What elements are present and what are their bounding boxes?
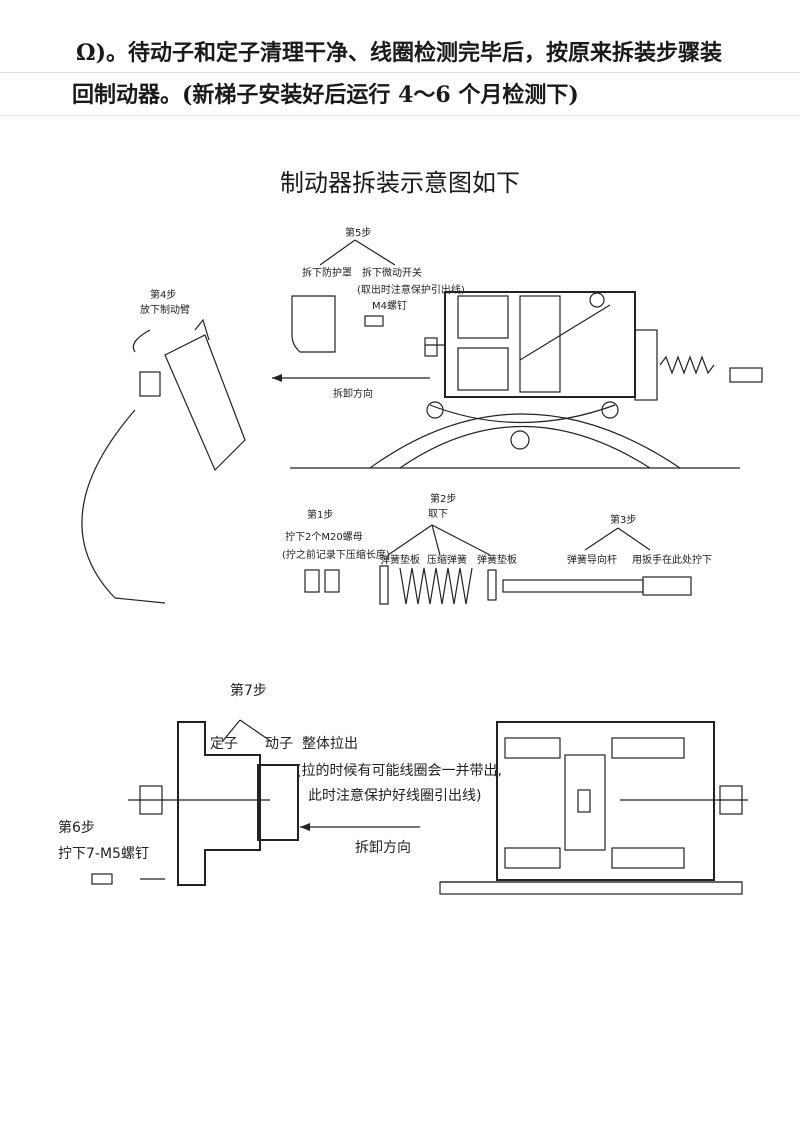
label-wrench-note: 用扳手在此处拧下: [632, 553, 712, 566]
coil-lower: [457, 347, 509, 391]
label-washer-right: 弹簧垫板: [477, 553, 517, 566]
pivot-left: [426, 401, 444, 419]
label-compression-spring: 压缩弹簧: [427, 553, 467, 566]
m5-screw: [91, 873, 113, 885]
spring-housing: [634, 329, 658, 401]
ruled-line: [0, 72, 800, 73]
label-step6: 第6步: [58, 819, 95, 836]
coil-top-right: [611, 737, 685, 759]
drum-arc: [369, 413, 681, 469]
armature-section: [564, 754, 606, 851]
washer-left: [379, 565, 389, 605]
shaft-nut: [424, 337, 438, 357]
brake-assembly-drawing: [81, 239, 763, 604]
coil-top-left: [504, 737, 561, 759]
linkage-arm: [429, 404, 616, 424]
protective-cover: [291, 295, 336, 353]
stator-section: [177, 721, 261, 886]
label-pull-note1: (拉的时候有可能线圈会一并带出,: [296, 763, 502, 779]
step7-bracket: [221, 719, 273, 743]
label-nut-note: (拧之前记录下压缩长度): [282, 548, 390, 561]
armature: [519, 295, 561, 393]
label-step7: 第7步: [230, 682, 267, 699]
compression-spring-part: [399, 567, 473, 605]
rotate-arrow: [132, 329, 151, 353]
label-direction-bottom: 拆卸方向: [355, 840, 411, 856]
lever-knob: [589, 292, 605, 308]
brake-spring: [659, 355, 715, 375]
label-remove-switch: 拆下微动开关: [362, 266, 422, 279]
arm-nut: [139, 371, 161, 397]
ruled-line: [0, 115, 800, 116]
section-drawing: [91, 719, 748, 895]
release-lever: [519, 304, 611, 361]
coil-bottom-left: [504, 847, 561, 869]
parts-row: [304, 524, 692, 605]
label-step2-sub: 取下: [428, 508, 448, 520]
nut-1: [304, 569, 320, 593]
base-plate: [439, 881, 743, 895]
arm-hook: [194, 318, 210, 341]
paragraph-line-2: 回制动器。(新梯子安装好后运行 4～6 个月检测下): [72, 82, 579, 108]
drum-arc-inner: [399, 426, 651, 469]
label-step1: 第1步: [307, 508, 333, 521]
shaft-nut-right: [719, 785, 743, 815]
arrow-head: [300, 823, 310, 831]
center-key: [577, 789, 591, 813]
brake-section: [496, 721, 715, 881]
rod-end: [642, 576, 692, 596]
label-stator: 定子: [210, 736, 238, 752]
brake-arm: [164, 334, 246, 472]
coil-bottom-right: [611, 847, 685, 869]
label-step5: 第5步: [345, 226, 371, 239]
washer-right: [487, 569, 497, 601]
arrow-head: [272, 374, 282, 382]
label-step4: 第4步: [150, 288, 176, 301]
guide-rod: [502, 579, 644, 593]
label-m4-screw: M4螺钉: [372, 300, 407, 312]
label-washer-left: 弹簧垫板: [380, 553, 420, 566]
label-step3: 第3步: [610, 513, 636, 526]
spring-nut: [729, 367, 763, 383]
label-direction-top: 拆卸方向: [333, 387, 373, 400]
label-lower-arm: 放下制动臂: [140, 303, 190, 316]
return-arrow: [81, 409, 136, 599]
micro-switch: [364, 315, 384, 327]
pivot-center: [510, 430, 530, 450]
label-remove-m5: 拧下7-M5螺钉: [58, 846, 149, 862]
coil-upper: [457, 295, 509, 339]
label-pull-whole: 整体拉出: [302, 736, 358, 752]
label-switch-note: (取出时注意保护引出线): [357, 283, 465, 296]
step2-bracket: [387, 524, 491, 556]
pivot-right: [601, 401, 619, 419]
diagram-title: 制动器拆装示意图如下: [280, 169, 520, 197]
step5-bracket: [319, 239, 396, 266]
paragraph-line-1: Ω)。待动子和定子清理干净、线圈检测完毕后，按原来拆装步骤装: [76, 40, 722, 66]
shaft-nut-left: [139, 785, 163, 815]
label-pull-note2: 此时注意保护好线圈引出线): [308, 787, 481, 804]
rotor-section: [257, 764, 299, 841]
return-arrow-tail: [114, 597, 166, 604]
nut-2: [324, 569, 340, 593]
label-rotor: 动子: [265, 736, 293, 752]
label-remove-nuts: 拧下2个M20螺母: [285, 530, 363, 543]
label-guide-rod: 弹簧导向杆: [567, 553, 617, 566]
label-step2: 第2步: [430, 492, 456, 505]
label-remove-cover: 拆下防护罩: [302, 266, 352, 279]
step3-bracket: [584, 527, 651, 551]
